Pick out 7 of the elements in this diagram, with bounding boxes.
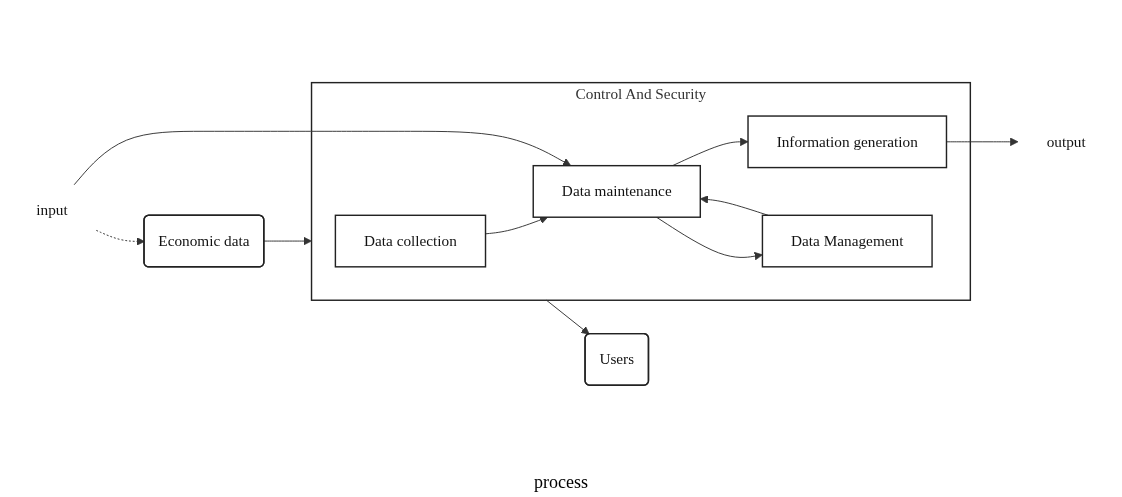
node-text: input xyxy=(36,202,68,219)
node-box: Information generation xyxy=(747,115,948,169)
node-box: Data collection xyxy=(334,214,487,268)
node-box: Data Management xyxy=(761,214,933,268)
node-box: Data maintenance xyxy=(532,165,701,218)
node-text: output xyxy=(1046,133,1086,150)
stage-label: process xyxy=(534,472,588,493)
